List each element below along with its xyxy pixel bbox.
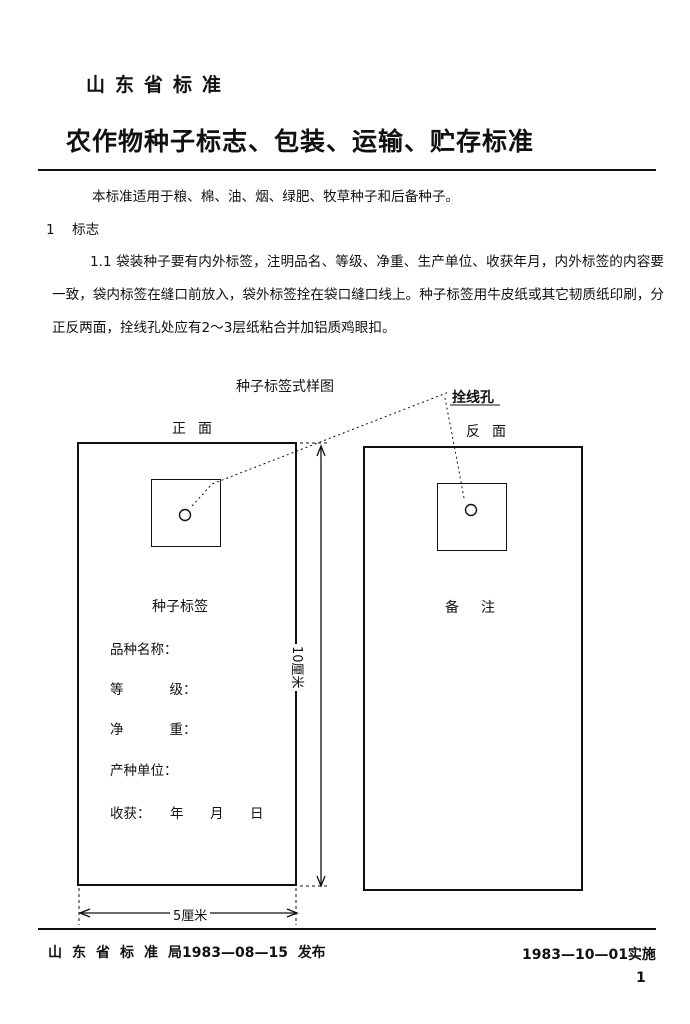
footer-implementation-date: 1983—10—01实施	[522, 947, 656, 963]
clause-1-1: 1.1 袋装种子要有内外标签，注明品名、等级、净重、生产单位、收获年月，内外标签…	[52, 246, 664, 345]
height-arrow-top-icon	[316, 444, 326, 457]
issuing-authority: 山东省标准	[86, 74, 232, 96]
back-tag-outline	[363, 446, 583, 891]
front-eyelet-icon	[178, 508, 192, 522]
page-number: 1	[636, 970, 646, 986]
figure-caption: 种子标签式样图	[236, 379, 334, 395]
clause-text: 袋装种子要有内外标签，注明品名、等级、净重、生产单位、收获年月，内外标签的内容要…	[52, 254, 664, 336]
field-grade-char2: 级：	[169, 682, 197, 698]
front-reinforced-hole-area	[151, 479, 221, 547]
field-harvest-date: 收获： 年 月 日	[110, 802, 264, 822]
field-harvest-label: 收获：	[110, 806, 151, 822]
field-year: 年	[170, 806, 184, 822]
field-variety-name: 品种名称：	[110, 642, 178, 658]
field-net-weight: 净 重：	[110, 718, 197, 738]
section-number: 1	[46, 222, 55, 238]
height-dimension-label: 10厘米	[289, 644, 308, 691]
footer-publisher: 山东省标准局1983—08—15 发布	[48, 942, 326, 962]
clause-number: 1.1	[90, 254, 112, 270]
field-weight-char2: 重：	[169, 722, 197, 738]
back-side-label: 反面	[466, 424, 518, 440]
string-hole-label: 拴线孔	[452, 390, 494, 406]
section-title: 标志	[72, 222, 100, 238]
front-side-label: 正面	[172, 421, 224, 437]
back-reinforced-hole-area	[437, 483, 507, 551]
section-1-heading: 1 标志	[46, 214, 99, 247]
scope-paragraph: 本标准适用于粮、棉、油、烟、绿肥、牧草种子和后备种子。	[92, 189, 460, 205]
footer-published-label: 发布	[297, 945, 326, 961]
footer-publish-date: 局1983—08—15	[168, 945, 288, 961]
field-producer: 产种单位：	[110, 763, 178, 779]
title-divider	[38, 169, 656, 171]
document-title: 农作物种子标志、包装、运输、贮存标准	[66, 127, 535, 156]
field-weight-char1: 净	[110, 722, 124, 738]
back-tag-heading: 备注	[445, 600, 517, 616]
field-day: 日	[250, 806, 264, 822]
back-eyelet-icon	[464, 503, 478, 517]
width-arrow-left-icon	[78, 908, 91, 918]
back-hole-leader-line	[444, 397, 465, 499]
footer-org-name: 山东省标准	[48, 945, 168, 961]
field-grade: 等 级：	[110, 678, 197, 698]
width-dimension-label: 5厘米	[170, 905, 211, 924]
field-month: 月	[210, 806, 224, 822]
front-tag-heading: 种子标签	[152, 599, 208, 615]
width-arrow-right-icon	[286, 908, 299, 918]
field-grade-char1: 等	[110, 682, 124, 698]
